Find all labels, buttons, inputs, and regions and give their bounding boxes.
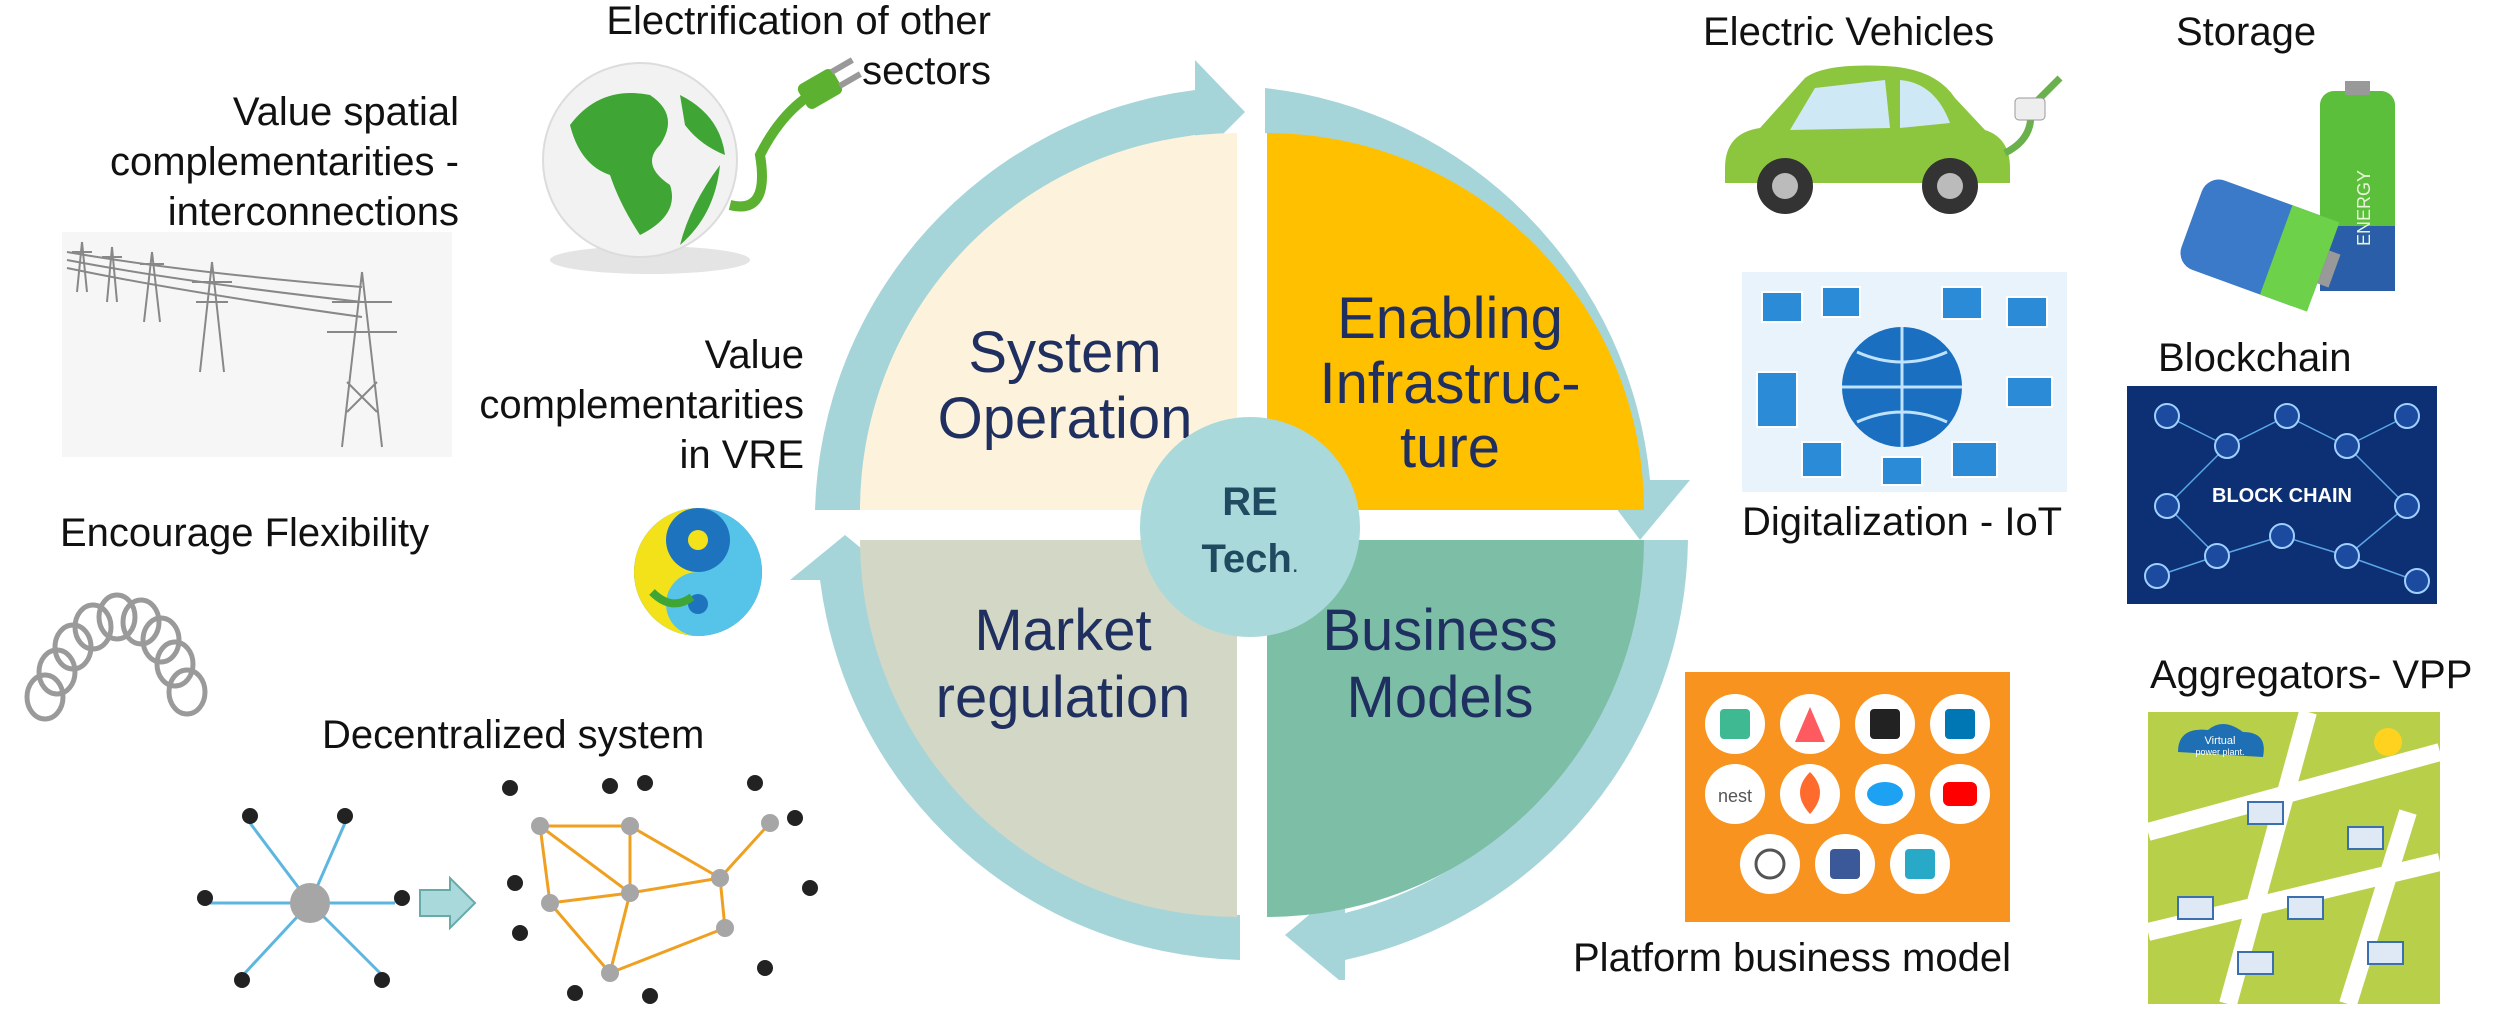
blockchain-network-icon: BLOCK CHAIN bbox=[2127, 386, 2437, 604]
center-tech: Tech bbox=[1201, 537, 1291, 581]
vpp-cloud-line2: power plant. bbox=[2195, 747, 2244, 757]
center-line2: Tech. bbox=[1201, 537, 1298, 581]
center-dot: . bbox=[1292, 551, 1299, 578]
value-comp-line2: complementarities bbox=[479, 383, 804, 427]
globe-plug-icon bbox=[542, 57, 862, 274]
value-spatial-line3: interconnections bbox=[167, 190, 459, 234]
value-spatial-line2: complementarities - bbox=[109, 140, 459, 184]
blockchain-label: Blockchain bbox=[2158, 336, 2352, 380]
electrification-line1: Electrification of other bbox=[606, 0, 991, 43]
aggregators-label: Aggregators- VPP bbox=[2150, 653, 2473, 697]
iot-globe-icon bbox=[1742, 272, 2067, 492]
battery-icon: ENERGY bbox=[2180, 81, 2395, 312]
decentralized-system-label: Decentralized system bbox=[322, 713, 705, 757]
center-circle bbox=[1140, 417, 1360, 637]
quadrant-business-models bbox=[1267, 540, 1644, 917]
system-operation-line2: Operation bbox=[938, 386, 1193, 451]
business-models-line2: Models bbox=[1347, 665, 1534, 730]
svg-text:nest: nest bbox=[1718, 786, 1752, 806]
cycle-diagram: System Operation Enabling Infrastruc- tu… bbox=[790, 60, 1690, 980]
market-regulation-line2: regulation bbox=[936, 665, 1191, 730]
system-operation-line1: System bbox=[968, 320, 1161, 385]
quadrant-enabling-infrastructure bbox=[1267, 133, 1644, 510]
electrification-label: Electrification of other sectors bbox=[606, 0, 991, 96]
yin-yang-icon bbox=[634, 508, 762, 636]
enabling-infra-line3: ture bbox=[1400, 415, 1500, 480]
value-comp-line3: in VRE bbox=[679, 433, 805, 477]
value-spatial-line1: Value spatial bbox=[232, 90, 459, 134]
block-chain-text: BLOCK CHAIN bbox=[2212, 485, 2352, 507]
ring-arrow-bottom bbox=[1285, 540, 1688, 980]
spring-icon bbox=[24, 592, 208, 722]
platform-apps-icon: nest bbox=[1685, 672, 2010, 922]
power-pylons-icon bbox=[62, 232, 452, 457]
value-comp-line1: Value bbox=[704, 333, 804, 377]
electrification-line2: sectors bbox=[862, 49, 991, 93]
vpp-map-icon: Virtual power plant. bbox=[2148, 712, 2440, 1004]
ring-arrow-top bbox=[815, 60, 1245, 510]
electric-vehicles-label: Electric Vehicles bbox=[1703, 10, 1995, 54]
digitalization-label: Digitalization - IoT bbox=[1742, 500, 2063, 544]
ring-arrow-right bbox=[1265, 88, 1690, 540]
encourage-flexibility-label: Encourage Flexibility bbox=[60, 511, 430, 555]
business-models-line1: Business bbox=[1322, 598, 1557, 663]
market-regulation-line1: Market bbox=[974, 598, 1151, 663]
storage-label: Storage bbox=[2176, 10, 2317, 54]
electric-car-icon bbox=[1725, 65, 2063, 214]
quadrant-market-regulation bbox=[860, 540, 1237, 917]
ring-arrows bbox=[790, 60, 1690, 980]
platform-business-model-label: Platform business model bbox=[1573, 936, 2011, 980]
ring-arrow-left bbox=[790, 535, 1240, 960]
quadrant-system-operation bbox=[860, 133, 1237, 510]
center-line1: RE bbox=[1222, 480, 1278, 524]
battery-energy-text: ENERGY bbox=[2354, 170, 2374, 246]
value-complementarities-label: Value complementarities in VRE bbox=[479, 330, 804, 480]
vpp-cloud-line1: Virtual bbox=[2205, 735, 2236, 747]
decentralized-network-icon bbox=[197, 775, 818, 1004]
enabling-infra-line2: Infrastruc- bbox=[1319, 351, 1580, 416]
value-spatial-label: Value spatial complementarities - interc… bbox=[110, 87, 459, 237]
enabling-infra-line1: Enabling bbox=[1337, 286, 1563, 351]
